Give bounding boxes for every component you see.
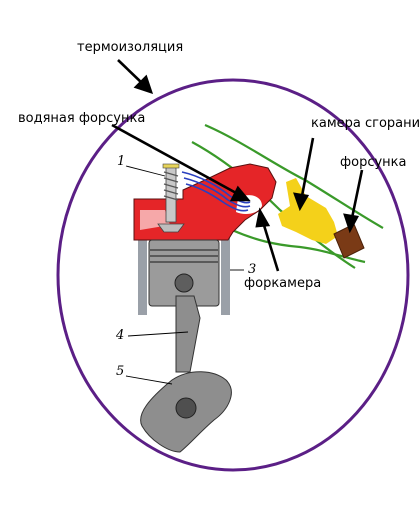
prechamber-arrow: [261, 221, 280, 272]
part-number-4: 4: [116, 328, 125, 343]
label-combustion-chamber: камера сгорания: [311, 116, 419, 131]
connecting-rod: [175, 295, 201, 373]
label-injector: форсунка: [340, 155, 407, 170]
label-prechamber: форкамера: [244, 276, 322, 291]
water-pipes: [181, 171, 251, 212]
label-water-injector: водяная форсунка: [18, 111, 146, 126]
part-number-1: 1: [117, 154, 126, 169]
water-injector-arrow: [111, 123, 239, 196]
injector-arrow: [350, 169, 364, 219]
part-number-3: 3: [248, 262, 257, 277]
valve: [157, 163, 185, 233]
annotation-arrows: [111, 59, 364, 272]
crank-pin: [175, 397, 197, 419]
combustion-chamber-arrow: [300, 137, 315, 197]
piston: [148, 239, 220, 307]
part-number-5: 5: [116, 364, 125, 379]
injector-body: [333, 223, 365, 259]
insulation-arrow: [117, 59, 144, 85]
insulation-ellipse: [56, 78, 410, 472]
part-leaders: [125, 165, 244, 385]
fuel-spray: [278, 178, 338, 244]
label-insulation: термоизоляция: [77, 40, 184, 55]
